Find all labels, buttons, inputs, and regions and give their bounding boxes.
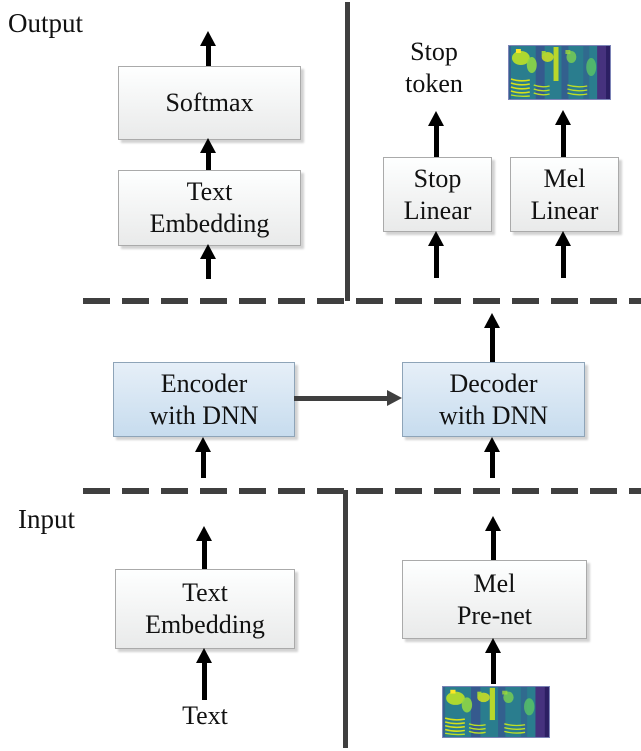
decoder-node: Decoder with DNN [402, 362, 585, 437]
decoder-line2: with DNN [438, 400, 549, 430]
stop-token-line2: token [405, 68, 463, 98]
arrowhead-icon [200, 244, 216, 259]
arrow-shaft [205, 259, 211, 279]
arrow-below-mel-pre-net [484, 638, 502, 684]
upper-dashed-divider [83, 298, 641, 304]
text-embedding-top-node: Text Embedding [118, 170, 301, 246]
stop-linear-line1: Stop [413, 163, 462, 193]
arrowhead-icon [484, 313, 500, 328]
stop-linear-line2: Linear [403, 195, 472, 225]
arrow-shaft [433, 126, 439, 157]
text-embedding-bottom-line2: Embedding [145, 610, 265, 639]
arrowhead-icon [484, 437, 500, 452]
mel-linear-line1: Mel [543, 163, 586, 193]
lower-dashed-divider [83, 488, 641, 494]
arrowhead-icon [387, 390, 402, 406]
text-input-annotation: Text [182, 701, 228, 730]
arrow-shaft [205, 46, 211, 66]
arrow-shaft [200, 452, 206, 478]
arrow-shaft [489, 328, 495, 362]
text-embedding-bottom-node: Text Embedding [115, 569, 295, 649]
encoder-line2: with DNN [149, 400, 259, 430]
arrow-above-text-embedding-bottom [195, 526, 213, 569]
bottom-column-divider-line [343, 490, 348, 748]
arrow-shaft [205, 153, 211, 171]
arrowhead-icon [485, 638, 501, 653]
arrow-below-encoder [194, 437, 212, 478]
arrow-shaft [490, 531, 496, 560]
arrow-shaft [201, 663, 207, 700]
mel-spectrogram-image-input [442, 686, 550, 738]
arrow-softmax-from-text-embedding [199, 138, 217, 171]
arrow-below-text-embedding-bottom [195, 648, 213, 700]
arrow-below-stop-linear [427, 231, 445, 278]
text-embedding-top-line1: Text [186, 177, 233, 207]
arrowhead-icon [555, 231, 571, 246]
softmax-label: Softmax [165, 88, 254, 118]
arrowhead-icon [428, 111, 444, 126]
arrowhead-icon [200, 138, 216, 153]
text-embedding-bottom-line1: Text [182, 578, 228, 608]
arrow-shaft [294, 395, 387, 401]
arrowhead-icon [428, 231, 444, 246]
decoder-line1: Decoder [449, 368, 538, 398]
arrowhead-icon [196, 648, 212, 663]
mel-pre-net-line1: Mel [473, 568, 516, 598]
mel-linear-node: Mel Linear [510, 157, 619, 232]
arrow-shaft [489, 452, 495, 478]
arrow-above-mel-linear [554, 110, 572, 157]
arrow-below-mel-linear [554, 231, 572, 278]
encoder-node: Encoder with DNN [113, 362, 295, 437]
input-section-label: Input [18, 504, 75, 534]
arrow-above-stop-linear [427, 111, 445, 157]
arrowhead-icon [555, 110, 571, 125]
arrow-below-text-embedding-top [199, 244, 217, 279]
text-embedding-top-line2: Embedding [149, 209, 270, 238]
output-section-label: Output [8, 8, 84, 38]
mel-spectrogram-image-output [508, 45, 611, 100]
encoder-line1: Encoder [160, 368, 248, 398]
arrowhead-icon [485, 516, 501, 531]
arrowhead-icon [200, 31, 216, 46]
arrowhead-icon [195, 437, 211, 452]
arrow-above-decoder [483, 313, 501, 362]
mel-pre-net-line2: Pre-net [456, 600, 533, 630]
arrow-above-mel-pre-net [484, 516, 502, 560]
arrow-shaft [201, 541, 207, 569]
arrow-below-decoder [483, 437, 501, 478]
mel-linear-line2: Linear [530, 195, 599, 225]
arrow-shaft [560, 125, 566, 157]
stop-token-line1: Stop [410, 37, 458, 66]
arrow-above-softmax [199, 31, 217, 66]
arrow-shaft [490, 653, 496, 684]
softmax-node: Softmax [118, 66, 301, 140]
top-column-divider-line [345, 2, 350, 301]
stop-token-annotation: Stop token [384, 36, 484, 99]
arrow-shaft [433, 246, 439, 278]
arrowhead-icon [196, 526, 212, 541]
mel-pre-net-node: Mel Pre-net [402, 560, 587, 639]
arrow-shaft [560, 246, 566, 278]
stop-linear-node: Stop Linear [383, 157, 492, 232]
encoder-to-decoder-arrow [294, 390, 402, 406]
